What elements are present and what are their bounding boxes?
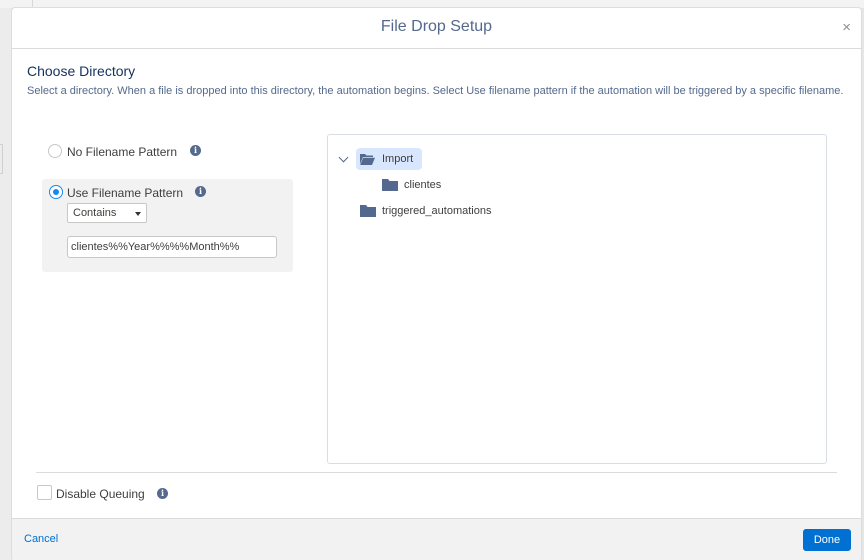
folder-icon	[360, 205, 376, 217]
modal-footer: Cancel Done	[12, 518, 861, 560]
tree-item-import[interactable]: Import	[356, 148, 422, 170]
tree-item-label: triggered_automations	[382, 205, 492, 217]
file-drop-setup-modal: File Drop Setup × Choose Directory Selec…	[11, 7, 862, 560]
info-icon[interactable]: i	[157, 488, 168, 499]
disable-queuing-label[interactable]: Disable Queuing	[56, 487, 145, 501]
done-button[interactable]: Done	[803, 529, 851, 551]
section-description: Select a directory. When a file is dropp…	[27, 85, 844, 97]
folder-icon	[382, 179, 398, 191]
background-tab-edge	[0, 144, 3, 174]
tree-item-clientes[interactable]: clientes	[378, 174, 458, 196]
caret-down-icon	[135, 212, 141, 216]
modal-title: File Drop Setup	[380, 18, 493, 35]
tree-item-label: clientes	[404, 179, 442, 191]
section-divider	[36, 472, 837, 473]
folder-open-icon	[360, 154, 375, 165]
pattern-operator-select[interactable]: Contains	[67, 203, 147, 223]
cancel-button[interactable]: Cancel	[24, 533, 59, 545]
info-icon[interactable]: i	[190, 145, 201, 156]
background-sidebar	[0, 8, 11, 560]
no-filename-pattern-label[interactable]: No Filename Pattern	[67, 145, 178, 159]
tree-item-triggered-automations[interactable]: triggered_automations	[356, 200, 516, 222]
filename-pattern-input[interactable]	[67, 236, 277, 258]
background-toolbar	[0, 0, 864, 8]
modal-header: File Drop Setup ×	[12, 8, 861, 49]
section-title: Choose Directory	[27, 63, 136, 79]
no-filename-pattern-radio[interactable]	[48, 144, 62, 158]
close-icon[interactable]: ×	[842, 19, 851, 36]
info-icon[interactable]: i	[195, 186, 206, 197]
tree-item-label: Import	[382, 153, 414, 165]
chevron-down-icon[interactable]	[338, 152, 349, 163]
directory-tree: Import clientes triggered_automations	[327, 134, 827, 464]
pattern-operator-value: Contains	[73, 207, 117, 219]
use-filename-pattern-label[interactable]: Use Filename Pattern	[67, 186, 184, 200]
background-divider	[32, 0, 33, 8]
use-filename-pattern-radio[interactable]	[49, 185, 63, 199]
disable-queuing-checkbox[interactable]	[37, 485, 52, 500]
